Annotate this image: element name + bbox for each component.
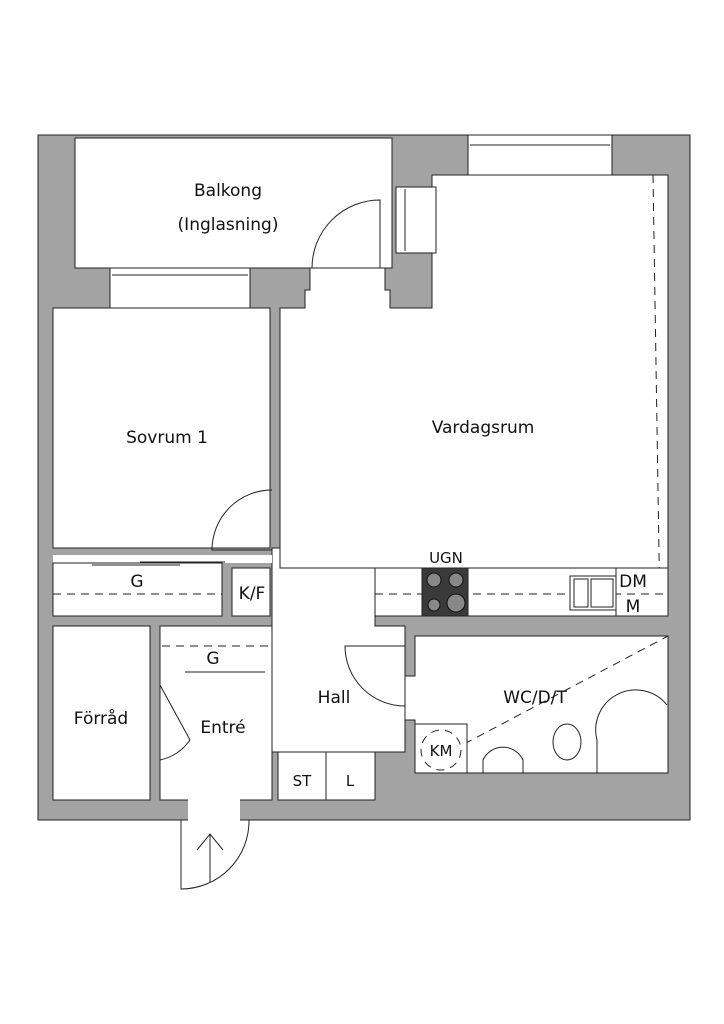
storage-area [52, 625, 151, 801]
label-closet-l: L [346, 772, 355, 790]
balcony-door[interactable] [311, 199, 381, 269]
window-living [467, 134, 613, 176]
label-hall: Hall [318, 688, 351, 708]
label-living: Vardagsrum [432, 418, 535, 438]
label-microwave: M [626, 597, 641, 617]
entry-opening [188, 798, 240, 822]
balcony-area [74, 137, 393, 269]
storage-door[interactable] [159, 684, 191, 761]
burner [427, 598, 441, 612]
label-entry: Entré [200, 718, 245, 738]
label-closet-st: ST [293, 772, 313, 790]
toilet-icon [552, 723, 582, 761]
label-bathroom: WC/D/T [503, 688, 567, 708]
sink-icon [482, 746, 524, 773]
burner [446, 593, 466, 613]
label-storage: Förråd [74, 708, 128, 729]
closet-l [325, 751, 376, 801]
label-wardrobe-entry: G [206, 649, 219, 669]
window-balcony-side [395, 186, 437, 254]
label-balcony: Balkong [194, 181, 262, 201]
label-dishwasher: DM [619, 572, 647, 592]
kitchen-sink-icon [569, 575, 617, 611]
bedroom-opening [53, 555, 272, 563]
living-dash [652, 174, 661, 617]
wardrobe-bedroom [52, 562, 223, 617]
entry-area [159, 625, 273, 801]
label-balcony-note: (Inglasning) [178, 215, 279, 235]
burner [426, 572, 442, 588]
bedroom-area [52, 307, 271, 549]
sink-basin [573, 578, 589, 608]
washer-spot [414, 723, 468, 774]
label-washer: KM [430, 742, 453, 760]
label-bedroom: Sovrum 1 [126, 428, 208, 448]
label-fridge-freezer: K/F [239, 584, 266, 604]
bathroom-door[interactable] [344, 645, 406, 707]
washer-icon [420, 729, 462, 771]
bathroom-area [404, 635, 669, 774]
label-oven: UGN [429, 549, 463, 567]
burner [448, 572, 464, 588]
bedroom-door[interactable] [211, 489, 273, 551]
fridge-freezer [231, 567, 271, 617]
entrance-door[interactable] [180, 819, 250, 890]
shower-curtain-icon [595, 689, 668, 773]
label-wardrobe-bedroom: G [130, 572, 143, 592]
entrance-arrow-icon [196, 833, 224, 882]
sink-basin [590, 578, 614, 608]
window-bedroom [109, 267, 251, 309]
